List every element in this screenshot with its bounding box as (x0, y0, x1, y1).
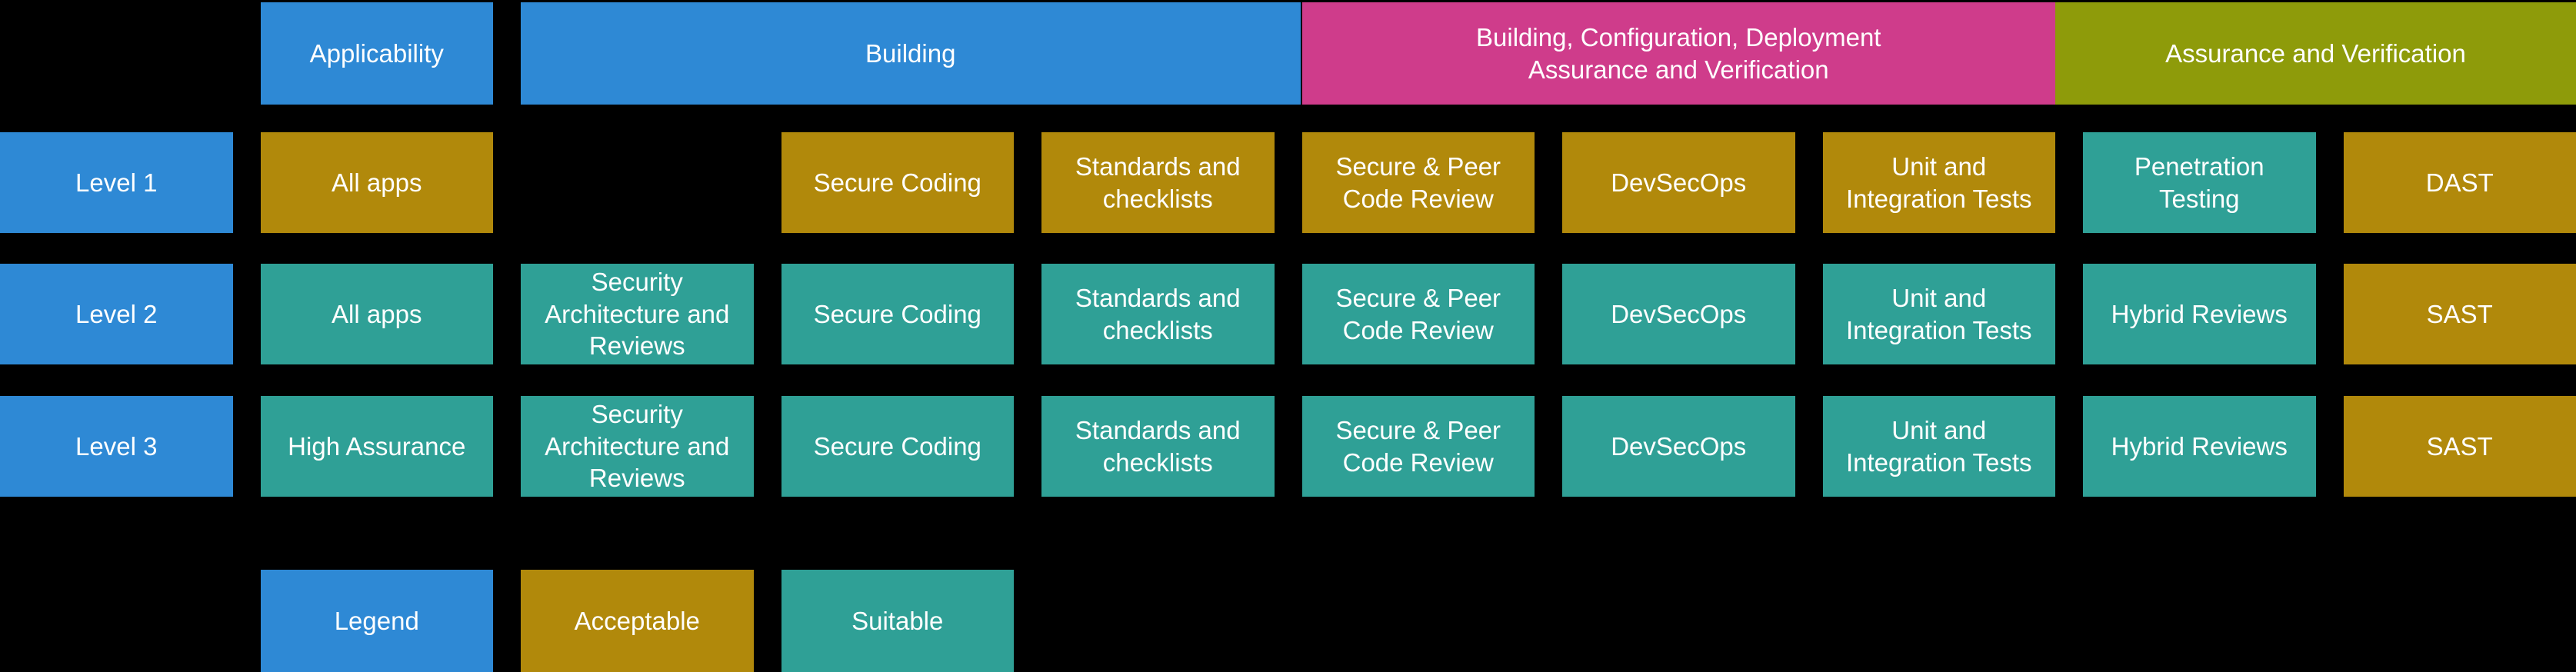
cell-l2-secure-peer-code-review: Secure & Peer Code Review (1301, 264, 1535, 364)
cell-l2-security-architecture-reviews: Security Architecture and Reviews (521, 264, 754, 364)
cell-l2-secure-coding: Secure Coding (781, 264, 1014, 364)
cell-l2-unit-integration-tests: Unit and Integration Tests (1822, 264, 2055, 364)
cell-l3-unit-integration-tests: Unit and Integration Tests (1822, 396, 2055, 497)
header-building-config-deployment-assurance: Building, Configuration, Deployment Assu… (1301, 2, 2055, 105)
cell-l3-secure-peer-code-review: Secure & Peer Code Review (1301, 396, 1535, 497)
cell-l3-secure-coding: Secure Coding (781, 396, 1014, 497)
level-1-label: Level 1 (0, 132, 233, 233)
cell-l1-penetration-testing: Penetration Testing (2083, 132, 2316, 233)
cell-l1-secure-coding: Secure Coding (781, 132, 1014, 233)
cell-l1-unit-integration-tests: Unit and Integration Tests (1822, 132, 2055, 233)
cell-l1-devsecops: DevSecOps (1562, 132, 1795, 233)
header-assurance-verification: Assurance and Verification (2055, 2, 2576, 105)
legend-title: Legend (260, 570, 493, 672)
cell-l2-sast: SAST (2343, 264, 2576, 364)
cell-l1-standards-checklists: Standards and checklists (1041, 132, 1275, 233)
header-building: Building (521, 2, 1301, 105)
level-2-label: Level 2 (0, 264, 233, 364)
cell-l3-sast: SAST (2343, 396, 2576, 497)
cell-l3-security-architecture-reviews: Security Architecture and Reviews (521, 396, 754, 497)
cell-l2-all-apps: All apps (260, 264, 493, 364)
cell-l3-devsecops: DevSecOps (1562, 396, 1795, 497)
legend-suitable: Suitable (781, 570, 1014, 672)
cell-l1-secure-peer-code-review: Secure & Peer Code Review (1301, 132, 1535, 233)
level-3-label: Level 3 (0, 396, 233, 497)
legend-acceptable: Acceptable (521, 570, 754, 672)
cell-l3-standards-checklists: Standards and checklists (1041, 396, 1275, 497)
cell-l2-standards-checklists: Standards and checklists (1041, 264, 1275, 364)
cell-l1-dast: DAST (2343, 132, 2576, 233)
cell-l1-empty (521, 132, 754, 233)
cell-l2-devsecops: DevSecOps (1562, 264, 1795, 364)
cell-l2-hybrid-reviews: Hybrid Reviews (2083, 264, 2316, 364)
cell-l1-all-apps: All apps (260, 132, 493, 233)
cell-l3-hybrid-reviews: Hybrid Reviews (2083, 396, 2316, 497)
cell-l3-high-assurance: High Assurance (260, 396, 493, 497)
header-applicability: Applicability (260, 2, 493, 105)
